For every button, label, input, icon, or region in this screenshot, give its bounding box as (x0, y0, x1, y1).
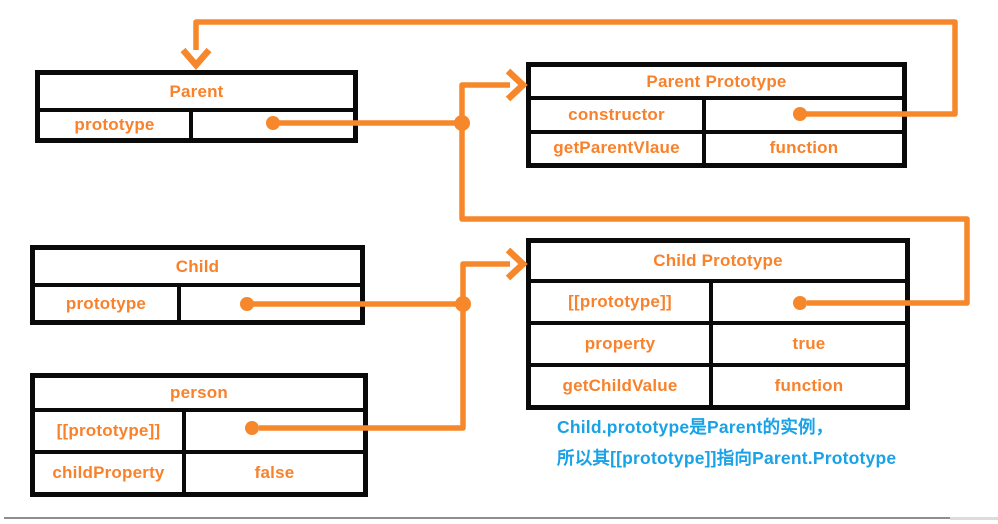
property-value-cell: function (769, 138, 839, 158)
property-value-cell: false (254, 463, 295, 482)
property-value-cell: true (792, 334, 826, 353)
table-row: prototype (35, 287, 360, 320)
property-value-cell (193, 112, 353, 138)
parent-prototype-table-title: Parent Prototype (531, 67, 902, 100)
property-name-cell: [[prototype]] (35, 412, 186, 450)
table-row: getChildValue function (531, 367, 905, 405)
child-table-title: Child (35, 250, 360, 287)
child-table: Child prototype (30, 245, 365, 325)
annotation-line-1: Child.prototype是Parent的实例， (557, 417, 834, 437)
child-prototype-table-title: Child Prototype (531, 243, 905, 283)
parent-table: Parent prototype (35, 70, 358, 143)
property-value-cell: function (774, 376, 844, 395)
table-row: prototype (40, 112, 353, 138)
property-value-cell (713, 283, 905, 321)
child-prototype-arrow-line (460, 261, 510, 304)
property-value-cell (181, 287, 360, 320)
parent-table-title: Parent (40, 75, 353, 112)
child-prototype-table: Child Prototype [[prototype]] property t… (526, 238, 910, 410)
property-name-cell: prototype (35, 287, 181, 320)
property-value-cell (186, 412, 363, 450)
table-row: property true (531, 325, 905, 367)
person-table-title: person (35, 378, 363, 412)
property-name-cell: constructor (531, 100, 706, 130)
junction-dot (454, 115, 470, 131)
annotation-line-2: 所以其[[prototype]]指向Parent.Prototype (557, 448, 897, 468)
parent-prototype-arrow-line (459, 82, 510, 123)
property-name-cell: prototype (40, 112, 193, 138)
property-name-cell: [[prototype]] (531, 283, 713, 321)
table-row: [[prototype]] (531, 283, 905, 325)
table-row: getParentVlaue function (531, 133, 902, 163)
property-name-cell: getParentVlaue (531, 133, 706, 163)
property-value-cell (706, 100, 902, 130)
arrowhead-right-icon (505, 68, 528, 102)
arrowhead-right-icon (505, 247, 528, 281)
property-name-cell: property (531, 325, 713, 363)
window-bottom-edge (4, 517, 950, 519)
parent-prototype-table: Parent Prototype constructor getParentVl… (526, 62, 907, 168)
table-row: constructor (531, 100, 902, 134)
annotation-text: Child.prototype是Parent的实例， 所以其[[prototyp… (557, 412, 896, 474)
arrowhead-down-icon (180, 47, 212, 70)
scrollbar-track[interactable] (950, 517, 998, 520)
property-name-cell: getChildValue (531, 367, 713, 405)
table-row: [[prototype]] (35, 412, 363, 454)
table-row: childProperty false (35, 454, 363, 492)
property-name-cell: childProperty (35, 454, 186, 492)
person-table: person [[prototype]] childProperty false (30, 373, 368, 497)
junction-dot (455, 296, 471, 312)
